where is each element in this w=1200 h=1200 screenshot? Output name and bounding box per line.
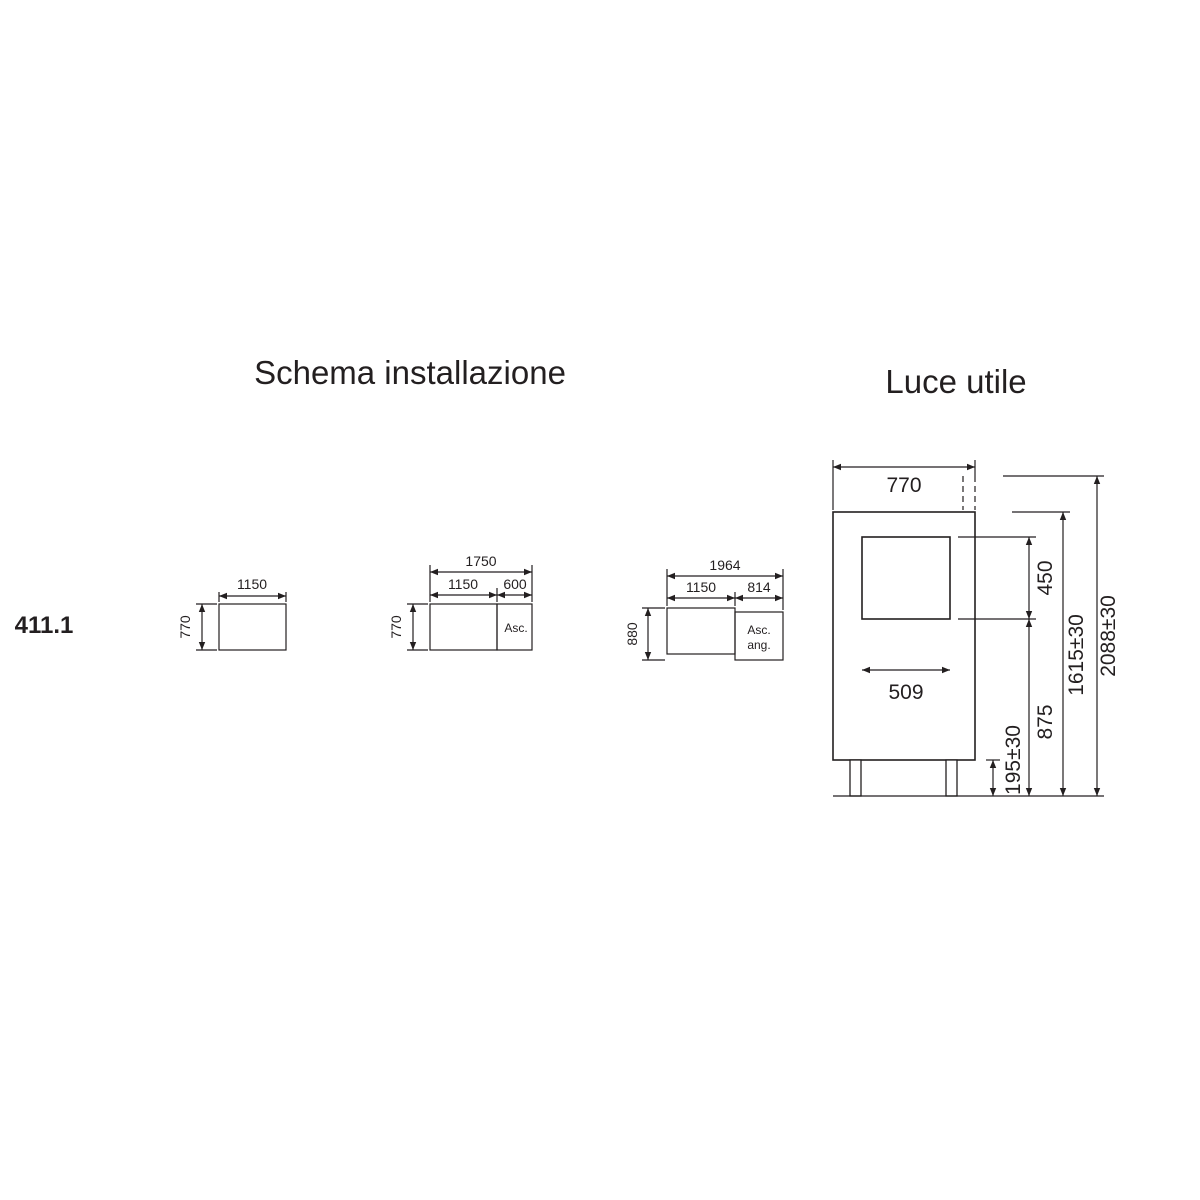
machine-opening [861, 536, 951, 620]
schema-3-total-label: 1964 [709, 557, 740, 573]
leg-height-label: 195±30 [1002, 725, 1025, 795]
schema-3-depth-label: 880 [624, 622, 640, 646]
installation-schema-2: Asc. 1750 1150 600 770 [388, 553, 533, 651]
installation-schema-3: Asc. ang. 1964 1150 814 880 [624, 557, 784, 661]
installation-schema-title: Schema installazione [254, 354, 566, 391]
schema-3-extra-box [734, 611, 784, 661]
schema-2-width-label: 1150 [448, 576, 478, 592]
total-height-label: 2088±30 [1097, 595, 1120, 677]
schema-3-width-label: 1150 [686, 579, 716, 595]
opening-height-label: 450 [1034, 560, 1057, 595]
schema-2-extra-label: 600 [503, 576, 527, 592]
schema-3-box-label-2: ang. [747, 638, 770, 652]
machine-width-label: 770 [886, 474, 921, 497]
schema-1-width-label: 1150 [237, 576, 267, 592]
schema-1-unit-box [218, 603, 287, 651]
clearance-elevation: 770 509 450 875 195±30 1615±30 2088±30 [832, 460, 1120, 797]
schema-2-box-label: Asc. [504, 621, 527, 635]
schema-2-unit-box [429, 603, 498, 651]
schema-2-extra-box [496, 603, 533, 651]
installation-schema-1: 1150 770 [177, 576, 287, 651]
schema-2-depth-label: 770 [388, 615, 404, 639]
left-leg [849, 759, 862, 797]
clearance-title: Luce utile [885, 363, 1026, 400]
schema-3-unit-box [666, 607, 736, 655]
right-leg [945, 759, 958, 797]
schema-1-depth-label: 770 [177, 615, 193, 639]
schema-3-extra-label: 814 [747, 579, 771, 595]
model-code: 411.1 [15, 612, 74, 639]
machine-body [832, 511, 976, 761]
schema-3-box-label-1: Asc. [747, 623, 770, 637]
body-height-label: 1615±30 [1065, 614, 1088, 696]
schema-2-total-label: 1750 [465, 553, 496, 569]
opening-base-height-label: 875 [1034, 704, 1057, 739]
opening-width-label: 509 [888, 681, 923, 704]
